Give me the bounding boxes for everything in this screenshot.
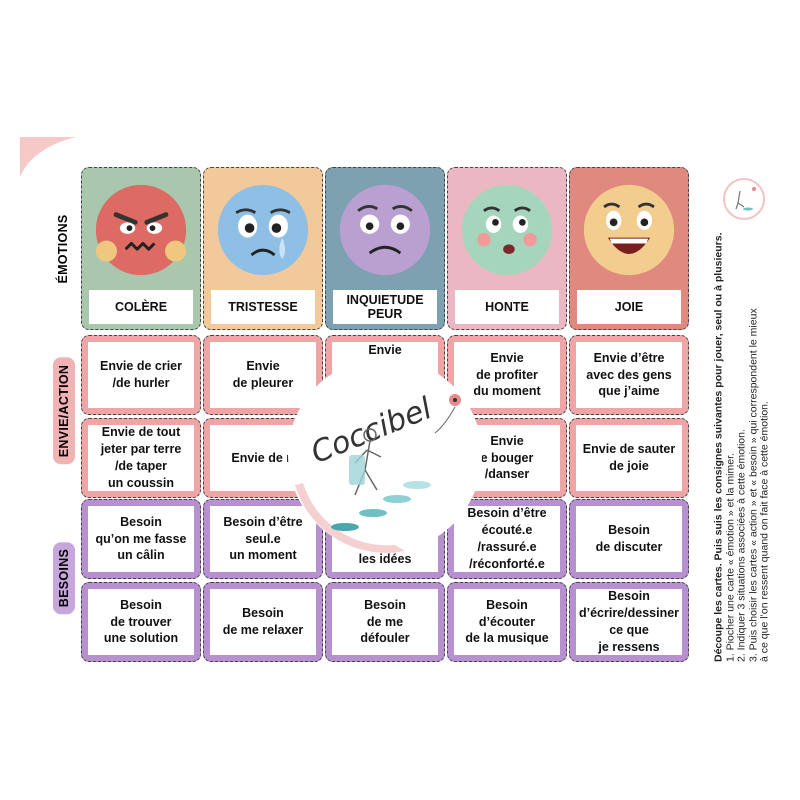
emotion-label: COLÈRE [89, 290, 193, 324]
need-card-text: Besoin de trouver une solution [88, 589, 194, 655]
corner-decoration [20, 137, 76, 177]
action-card-text: Envie de profiter du moment [454, 342, 560, 408]
sad-face-icon [217, 184, 309, 276]
action-card-text: Envie de sauter de joie [576, 425, 682, 491]
emotion-card-sadness[interactable]: TRISTESSE [203, 167, 323, 330]
need-card[interactable]: de les idées [325, 499, 445, 579]
need-card-text: Besoin d’être écouté.e /rassuré.e /récon… [454, 506, 560, 572]
need-card[interactable]: Besoin de me relaxer [203, 582, 323, 662]
action-card-text [332, 425, 438, 491]
emotion-card-worry[interactable]: INQUIETUDE PEUR [325, 167, 445, 330]
instruction-step: à ce que l’on ressent quand on fait face… [758, 401, 771, 662]
action-card[interactable]: Envie de sauter de joie [569, 418, 689, 498]
action-card[interactable]: Envie de ri [203, 418, 323, 498]
action-card[interactable]: Envie de profiter du moment [447, 335, 567, 415]
need-card-text: Besoin d’écrire/dessiner ce que je resse… [576, 589, 682, 655]
needs-side-label: BESOINS [53, 541, 75, 615]
need-card-text: Besoin qu’on me fasse un câlin [88, 506, 194, 572]
need-card-text: de les idées [332, 506, 438, 572]
need-card[interactable]: Besoin d’écrire/dessiner ce que je resse… [569, 582, 689, 662]
small-logo-icon [723, 178, 765, 220]
emotion-label: JOIE [577, 290, 681, 324]
embarrassed-face-icon [461, 184, 553, 276]
need-card[interactable]: Besoin d’être seul.e un moment [203, 499, 323, 579]
action-card-text: Envie d’être avec des gens que j’aime [576, 342, 682, 408]
emotion-card-anger[interactable]: COLÈRE [81, 167, 201, 330]
need-card[interactable]: Besoin d’être écouté.e /rassuré.e /récon… [447, 499, 567, 579]
need-card-text: Besoin de me défouler [332, 589, 438, 655]
emotion-label: TRISTESSE [211, 290, 315, 324]
action-card-text: Envie de pleurer [210, 342, 316, 408]
action-card-text: Envie de ri [210, 425, 316, 491]
emotion-label: INQUIETUDE PEUR [333, 290, 437, 324]
instructions-title: Découpe les cartes. Puis suis les consig… [712, 232, 725, 663]
need-card-text: Besoin d’écouter de la musique [454, 589, 560, 655]
need-card[interactable]: Besoin qu’on me fasse un câlin [81, 499, 201, 579]
need-card-text: Besoin de me relaxer [210, 589, 316, 655]
need-card[interactable]: Besoin de trouver une solution [81, 582, 201, 662]
need-card-text: Besoin de discuter [576, 506, 682, 572]
action-card[interactable]: Envie de tout jeter par terre /de taper … [81, 418, 201, 498]
instruction-step: 2. Indiquer 3 situations associées à cet… [735, 429, 748, 662]
need-card[interactable]: Besoin de me défouler [325, 582, 445, 662]
action-card-text: Envie de tout jeter par terre /de taper … [88, 425, 194, 491]
action-card[interactable]: Envie [325, 335, 445, 415]
action-card[interactable] [325, 418, 445, 498]
action-card-text: Envie e bouger /danser [454, 425, 560, 491]
need-card[interactable]: Besoin de discuter [569, 499, 689, 579]
action-card[interactable]: Envie de crier /de hurler [81, 335, 201, 415]
need-card[interactable]: Besoin d’écouter de la musique [447, 582, 567, 662]
emotion-card-shame[interactable]: HONTE [447, 167, 567, 330]
happy-face-icon [583, 184, 675, 276]
action-card[interactable]: Envie e bouger /danser [447, 418, 567, 498]
action-card[interactable]: Envie de pleurer [203, 335, 323, 415]
action-card[interactable]: Envie d’être avec des gens que j’aime [569, 335, 689, 415]
emotion-card-joy[interactable]: JOIE [569, 167, 689, 330]
emotions-side-label: ÉMOTIONS [56, 214, 70, 284]
angry-face-icon [95, 184, 187, 276]
worried-face-icon [339, 184, 431, 276]
action-card-text: Envie [332, 342, 438, 408]
emotion-label: HONTE [455, 290, 559, 324]
action-side-label: ENVIE/ACTION [53, 357, 75, 465]
action-card-text: Envie de crier /de hurler [88, 342, 194, 408]
need-card-text: Besoin d’être seul.e un moment [210, 506, 316, 572]
instructions-block: Découpe les cartes. Puis suis les consig… [712, 162, 771, 663]
